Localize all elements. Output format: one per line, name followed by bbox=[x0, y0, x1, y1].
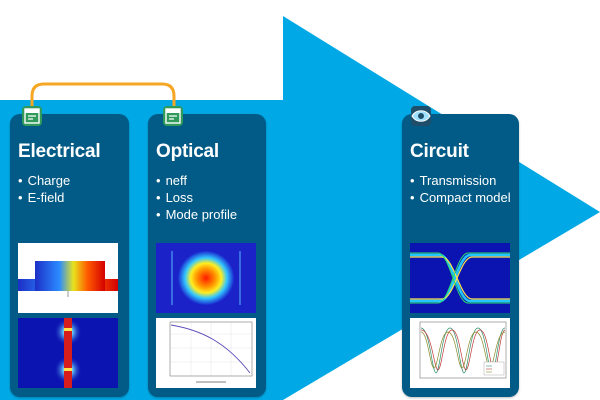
optical-bullets: neff Loss Mode profile bbox=[156, 172, 238, 223]
circuit-title: Circuit bbox=[410, 141, 469, 162]
transmission-spectrum-plot bbox=[410, 318, 510, 388]
solver-chip-icon bbox=[163, 106, 183, 126]
circuit-bullet: Compact model bbox=[410, 189, 511, 206]
electrical-card: Electrical Charge E-field bbox=[10, 114, 129, 397]
eye-diagram-icon bbox=[411, 106, 431, 126]
electrical-bullet: E-field bbox=[18, 189, 70, 206]
eye-diagram-plot bbox=[410, 243, 510, 313]
optical-card: Optical neff Loss Mode profile bbox=[148, 114, 266, 397]
electrical-title: Electrical bbox=[18, 141, 101, 162]
circuit-bullet: Transmission bbox=[410, 172, 511, 189]
optical-bullet: Mode profile bbox=[156, 206, 238, 223]
coupling-connector bbox=[30, 82, 176, 114]
optical-title: Optical bbox=[156, 141, 220, 162]
electrical-bullet: Charge bbox=[18, 172, 71, 189]
circuit-bullets: Transmission Compact model bbox=[410, 172, 511, 206]
optical-bullet: Loss bbox=[156, 189, 237, 206]
circuit-card: Circuit Transmission Compact model bbox=[402, 114, 519, 397]
electrical-bullets: Charge E-field bbox=[18, 172, 71, 206]
efield-plot bbox=[18, 318, 118, 388]
mode-profile-plot bbox=[156, 243, 256, 313]
loss-curve-plot bbox=[156, 318, 256, 388]
charge-density-plot bbox=[18, 243, 118, 313]
optical-bullet: neff bbox=[156, 172, 237, 189]
solver-chip-icon bbox=[22, 106, 42, 126]
